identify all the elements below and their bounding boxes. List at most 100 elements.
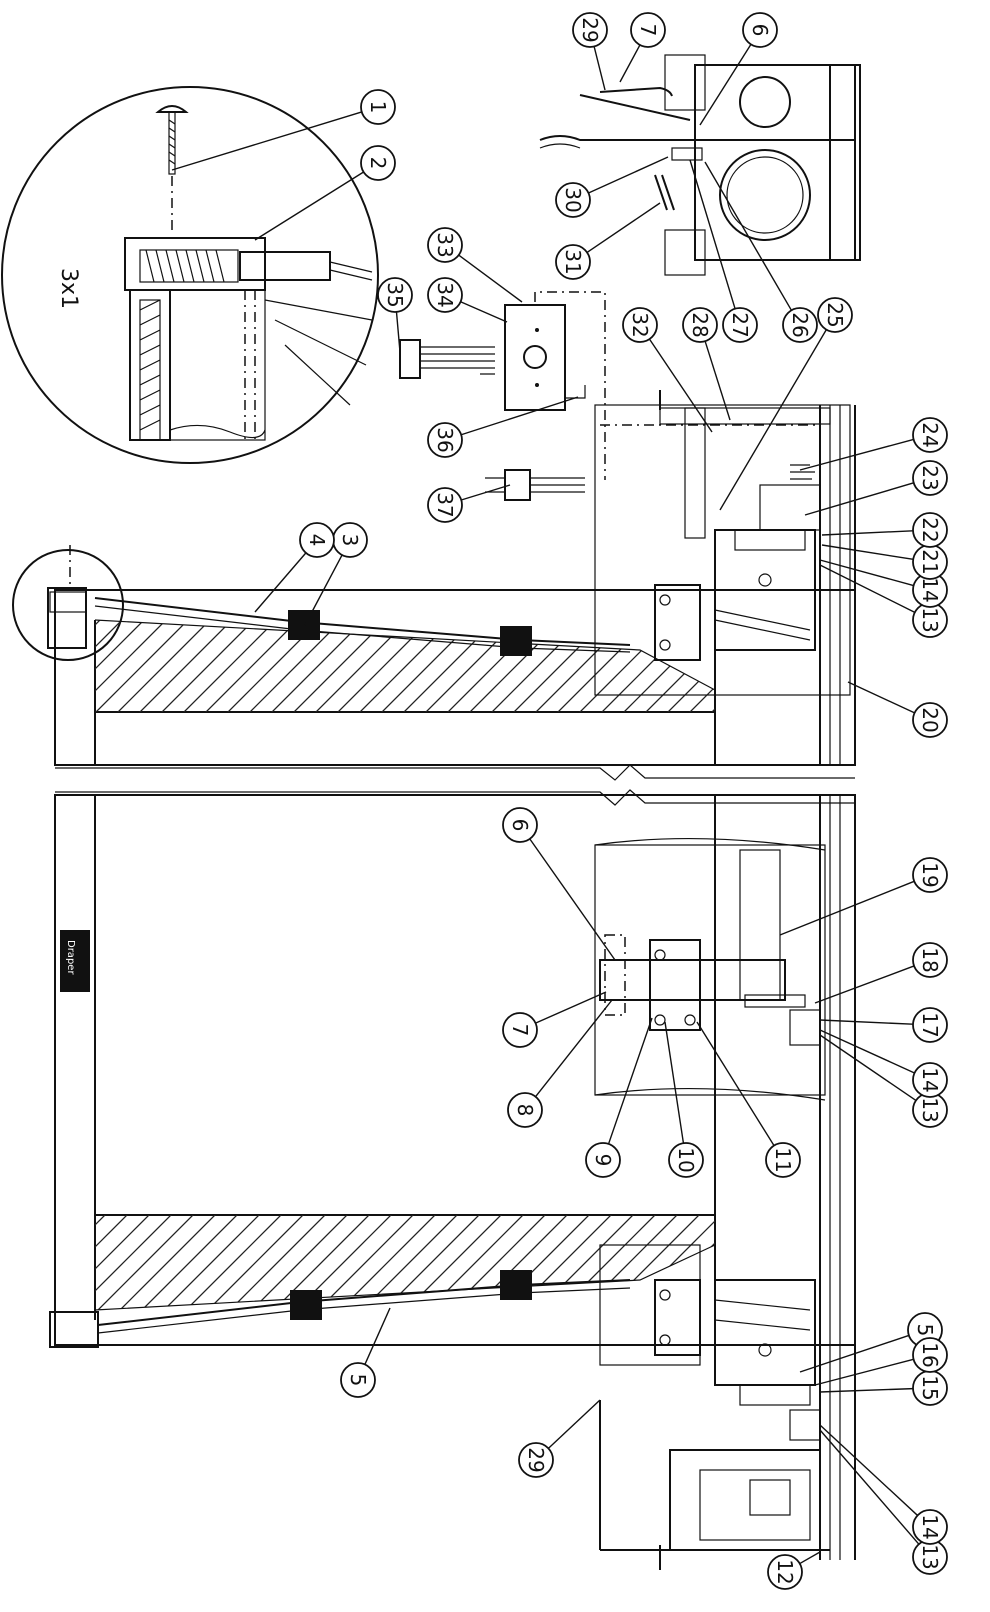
callout-number: 17 (918, 1012, 942, 1037)
callout-number: 14 (918, 1514, 942, 1539)
callout-number: 29 (578, 17, 602, 42)
callout-number: 13 (918, 1097, 942, 1122)
control-box-group (399, 291, 820, 501)
callout-c29a: 29 (572, 12, 608, 48)
callout-number: 37 (433, 492, 457, 517)
callout-c30: 30 (555, 182, 591, 218)
detail-scale-label: 3x1 (56, 268, 81, 309)
headbox-section (539, 54, 861, 276)
callout-number: 24 (918, 422, 942, 447)
control-box (504, 304, 566, 411)
callout-number: 15 (918, 1375, 942, 1400)
callout-circle (585, 1142, 621, 1178)
frame-lower: Draper (49, 794, 856, 1570)
leader-line-c26 (704, 161, 793, 311)
leader-line-c25 (719, 329, 827, 511)
callout-c24: 24 (912, 417, 948, 453)
leader-line-c6a (699, 43, 752, 126)
callout-circle (817, 297, 853, 333)
roller-tube-section (129, 289, 373, 441)
frame-upper (12, 390, 856, 766)
leader-line-c7a (619, 44, 641, 83)
leader-line-c30 (588, 156, 669, 194)
callout-number: 1 (366, 101, 390, 114)
callout-circle (360, 89, 396, 125)
leader-line-c21 (821, 544, 914, 561)
leader-line-c24 (799, 438, 914, 471)
callout-circle (377, 277, 413, 313)
leader-line-c23 (804, 482, 914, 516)
callout-c14b: 14 (912, 1062, 948, 1098)
callout-circle (427, 487, 463, 523)
leader-line-c9 (607, 1017, 653, 1145)
leader-line-c3 (304, 554, 343, 626)
callout-c10: 10 (668, 1142, 704, 1178)
callout-number: 12 (773, 1559, 797, 1584)
callout-c5a: 5 (340, 1362, 376, 1398)
callout-c33: 33 (427, 227, 463, 263)
callout-number: 5 (913, 1324, 937, 1337)
callout-number: 35 (383, 282, 407, 307)
callout-c13a: 13 (912, 602, 948, 638)
callout-circle (912, 417, 948, 453)
leader-line-c32 (648, 338, 713, 433)
cable-clip (290, 1290, 322, 1320)
callout-circle (912, 512, 948, 548)
leader-line-c1 (171, 111, 362, 171)
callout-circle (912, 857, 948, 893)
callout-number: 6 (508, 819, 532, 832)
callout-circle (340, 1362, 376, 1398)
callout-circle (555, 244, 591, 280)
callout-c31: 31 (555, 244, 591, 280)
callout-number: 14 (918, 1067, 942, 1092)
callout-c7b: 7 (502, 1012, 538, 1048)
callout-circle (782, 307, 818, 343)
leader-line-c8 (534, 999, 613, 1098)
callout-circle (682, 307, 718, 343)
callout-c28: 28 (682, 307, 718, 343)
callout-number: 30 (561, 187, 585, 212)
cable-clip (500, 626, 532, 656)
cable-clip (500, 1270, 532, 1300)
callout-number: 8 (513, 1104, 537, 1117)
leader-line-c13b (819, 1034, 917, 1102)
callout-circle (767, 1554, 803, 1590)
callout-c19: 19 (912, 857, 948, 893)
callout-circle (622, 307, 658, 343)
callout-number: 21 (918, 549, 942, 574)
leader-line-c28 (704, 341, 731, 421)
leader-line-c29b (547, 1399, 601, 1449)
callout-c13b: 13 (912, 1092, 948, 1128)
leader-line-c11 (696, 1021, 775, 1146)
leader-line-c22 (821, 530, 914, 536)
callout-number: 18 (918, 947, 942, 972)
screw-icon (155, 105, 189, 235)
callout-number: 13 (918, 607, 942, 632)
callout-c11: 11 (765, 1142, 801, 1178)
callout-c26: 26 (782, 307, 818, 343)
leader-line-c7b (535, 991, 607, 1024)
fabric-hatch-lower (94, 1215, 716, 1311)
leader-line-c14c (819, 1424, 919, 1516)
callout-number: 25 (823, 302, 847, 327)
callout-number: 5 (346, 1374, 370, 1387)
callout-c4: 4 (299, 522, 335, 558)
callout-c7a: 7 (630, 12, 666, 48)
leader-line-c37 (461, 484, 511, 501)
callout-circle (572, 12, 608, 48)
leader-line-c34 (460, 301, 508, 323)
callout-circle (299, 522, 335, 558)
callout-number: 16 (918, 1342, 942, 1367)
leader-line-c12 (799, 1551, 821, 1565)
callout-c18: 18 (912, 942, 948, 978)
callout-c9: 9 (585, 1142, 621, 1178)
callout-number: 34 (433, 282, 457, 307)
callout-number: 4 (305, 534, 329, 547)
leader-line-c17 (819, 1019, 914, 1025)
callout-circle (360, 145, 396, 181)
callout-c6b: 6 (502, 807, 538, 843)
callout-c20: 20 (912, 702, 948, 738)
callout-circle (912, 460, 948, 496)
callout-c29b: 29 (518, 1442, 554, 1478)
